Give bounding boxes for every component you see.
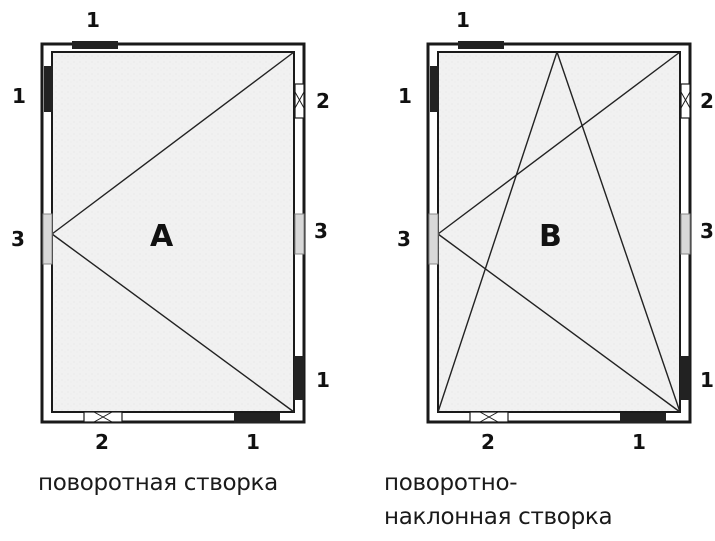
panel-a-label-bottom-left: 2 xyxy=(95,430,109,454)
panel-b-caption-line-1: поворотно- xyxy=(384,470,518,496)
panel-b-swing-line-upper xyxy=(437,51,681,235)
panel-a-lock-left-middle xyxy=(42,213,53,265)
panel-b-caption-line-2: наклонная створка xyxy=(384,504,613,530)
panel-a-hardware-bottom-right xyxy=(234,413,280,423)
panel-b-label-top: 1 xyxy=(456,8,470,32)
panel-b-tilt-line-left xyxy=(437,51,558,413)
panel-b-label-right-middle: 3 xyxy=(700,219,714,243)
panel-a-label-right-lower: 1 xyxy=(316,368,330,392)
panel-b-label-left-middle: 3 xyxy=(397,227,411,251)
panel-b-lock-right-middle xyxy=(680,213,691,255)
panel-b-caption: поворотно- наклонная створка xyxy=(384,466,613,534)
panel-a-swing-line-upper xyxy=(51,51,295,235)
panel-b-hinge-bottom-left xyxy=(469,411,509,423)
panel-b-lock-left-middle xyxy=(428,213,439,265)
panel-a-caption: поворотная створка xyxy=(38,466,278,500)
panel-b-swing-line-lower xyxy=(437,233,681,413)
panel-a-label-left-middle: 3 xyxy=(11,227,25,251)
panel-a-label-left-upper: 1 xyxy=(12,84,26,108)
panel-b: 1 1 2 3 3 1 2 1 B xyxy=(397,8,714,454)
panel-b-label-left-upper: 1 xyxy=(398,84,412,108)
panel-b-hardware-left-upper xyxy=(430,66,439,112)
panel-b-hardware-bottom-right xyxy=(620,413,666,423)
panel-b-label-bottom-right: 1 xyxy=(632,430,646,454)
panel-b-label-right-lower: 1 xyxy=(700,368,714,392)
panel-a-label-bottom-right: 1 xyxy=(246,430,260,454)
panel-a-lock-right-middle xyxy=(294,213,305,255)
panel-a-label-right-upper: 2 xyxy=(316,89,330,113)
panel-b-hardware-top xyxy=(458,41,504,49)
panel-a-label-top: 1 xyxy=(86,8,100,32)
panel-a: 1 1 2 3 3 1 2 1 A xyxy=(11,8,330,454)
panel-a-caption-line: поворотная створка xyxy=(38,470,278,496)
panel-a-hinge-right-upper xyxy=(294,83,305,119)
panel-b-letter: B xyxy=(539,219,562,254)
panel-b-hardware-right-lower xyxy=(680,356,690,400)
panel-b-sash xyxy=(437,51,681,413)
panel-a-hinge-bottom-left xyxy=(83,411,123,423)
panel-a-hardware-top xyxy=(72,41,118,49)
panel-b-label-right-upper: 2 xyxy=(700,89,714,113)
panel-b-label-bottom-left: 2 xyxy=(481,430,495,454)
panel-a-swing-line-lower xyxy=(51,233,295,413)
panel-a-sash xyxy=(51,51,295,413)
panel-a-label-right-middle: 3 xyxy=(314,219,328,243)
panel-a-hardware-left-upper xyxy=(44,66,53,112)
panel-b-tilt-line-right xyxy=(556,51,681,413)
panel-a-letter: A xyxy=(150,219,174,254)
panel-b-hinge-right-upper xyxy=(680,83,691,119)
panel-a-hardware-right-lower xyxy=(294,356,304,400)
